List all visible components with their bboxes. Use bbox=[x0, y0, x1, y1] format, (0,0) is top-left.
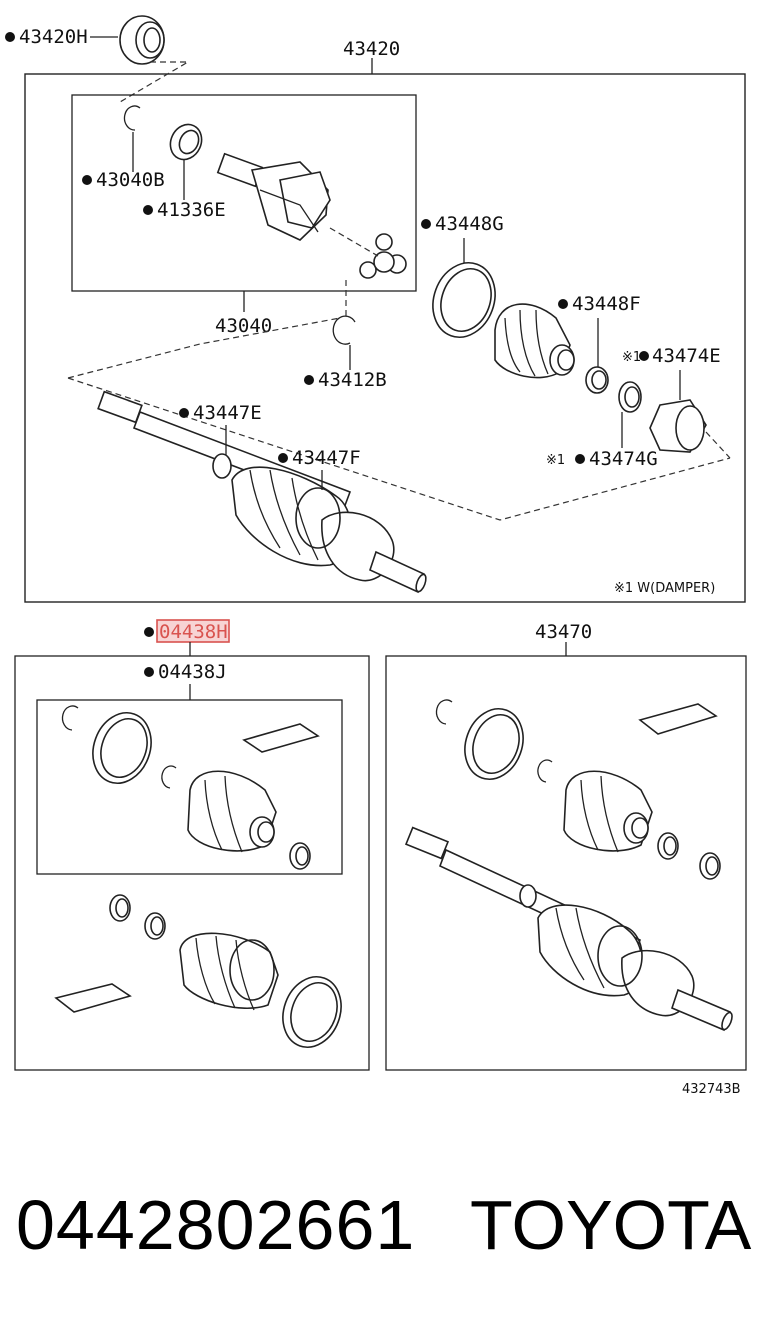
part-number: 0442802661 bbox=[16, 1186, 416, 1264]
label-04438H[interactable]: 04438H bbox=[159, 621, 228, 643]
band-43447F bbox=[295, 487, 341, 549]
footer: 0442802661 TOYOTA bbox=[0, 1185, 760, 1285]
band-bottom-small bbox=[519, 884, 537, 908]
label-43420H[interactable]: 43420H bbox=[19, 26, 88, 48]
assembly-43470: 43470 bbox=[385, 621, 747, 1071]
mark-damper-g: ※1 bbox=[546, 453, 565, 468]
highlight-box bbox=[156, 619, 230, 643]
inner-joint-housing bbox=[216, 152, 331, 241]
snap-ring-43412B bbox=[332, 315, 356, 345]
label-43474E[interactable]: 43474E bbox=[652, 345, 721, 367]
tripod-spider bbox=[359, 233, 407, 279]
band-43448G bbox=[432, 262, 496, 338]
kit-04438H: 04438H 04438J bbox=[14, 619, 370, 1071]
label-43040[interactable]: 43040 bbox=[215, 315, 272, 337]
band-43447E bbox=[212, 453, 232, 479]
assembly-box-43040 bbox=[71, 94, 417, 292]
brand-name: TOYOTA bbox=[470, 1186, 752, 1264]
top-assembly: 43420 43420H 43040 43040B 41336E bbox=[5, 15, 746, 603]
band-bottom-large bbox=[597, 925, 643, 987]
figure-code: 432743B bbox=[682, 1082, 741, 1097]
parts-diagram: 43420 43420H 43040 43040B 41336E bbox=[5, 15, 747, 1097]
note-damper: ※1 W(DAMPER) bbox=[614, 581, 715, 596]
mark-damper-e: ※1 bbox=[622, 350, 641, 365]
label-41336E[interactable]: 41336E bbox=[157, 199, 226, 221]
band-43448F bbox=[585, 366, 609, 394]
assembly-box-43420 bbox=[24, 73, 746, 603]
label-43420[interactable]: 43420 bbox=[343, 38, 400, 60]
label-43447E[interactable]: 43447E bbox=[193, 402, 262, 424]
assembly-box-43470 bbox=[385, 655, 747, 1071]
label-43040B[interactable]: 43040B bbox=[96, 169, 165, 191]
seal-41336E bbox=[169, 123, 203, 161]
label-43474G[interactable]: 43474G bbox=[589, 448, 658, 470]
circlip-43040B bbox=[123, 105, 141, 131]
label-43447F[interactable]: 43447F bbox=[292, 447, 361, 469]
label-43448G[interactable]: 43448G bbox=[435, 213, 504, 235]
kit-box-04438H bbox=[14, 655, 370, 1071]
damper-43474E bbox=[649, 399, 707, 453]
drive-shaft-bottom bbox=[404, 826, 733, 1032]
label-43412B[interactable]: 43412B bbox=[318, 369, 387, 391]
ring-43474G bbox=[618, 381, 642, 413]
seal-43420H bbox=[119, 15, 165, 65]
label-43470[interactable]: 43470 bbox=[535, 621, 592, 643]
label-04438J[interactable]: 04438J bbox=[158, 661, 227, 683]
drive-shaft-top bbox=[97, 390, 427, 594]
inner-boot bbox=[494, 303, 575, 379]
label-43448F[interactable]: 43448F bbox=[572, 293, 641, 315]
kit-box-04438J bbox=[36, 699, 343, 875]
